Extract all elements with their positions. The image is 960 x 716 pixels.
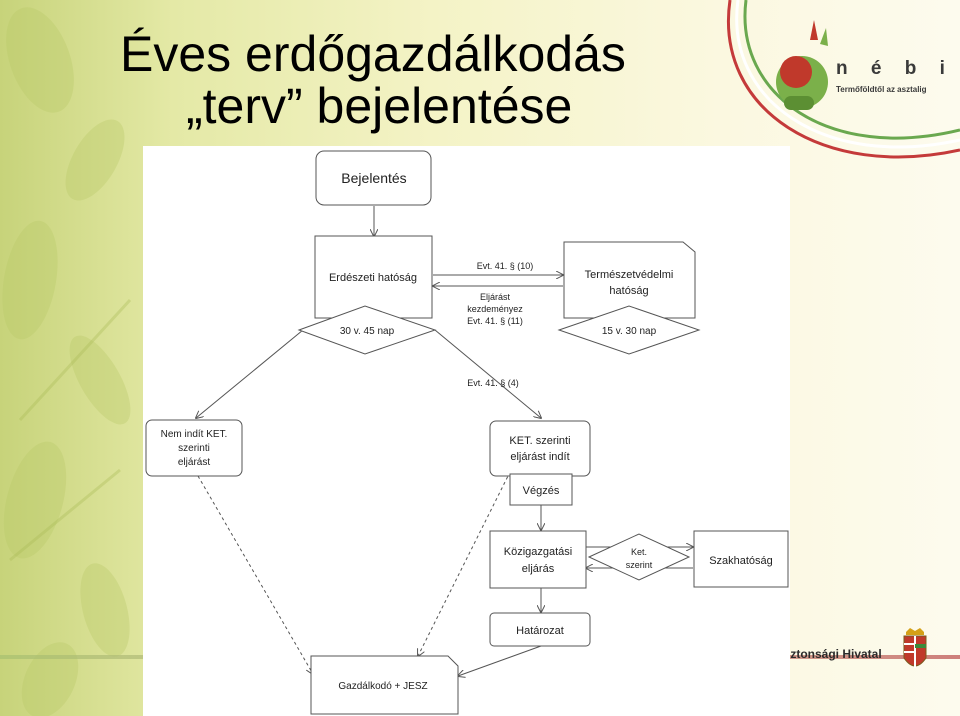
node-szakhatosag: Szakhatóság — [693, 530, 789, 588]
decision-30-45-label: 30 v. 45 nap — [340, 326, 395, 337]
arrow-hatarozat-gazdalkodo — [458, 645, 542, 676]
node-ket-szerinti-eljarast-indit: KET. szerinti eljárást indít — [489, 420, 591, 477]
edge-label-eljarast-3: Evt. 41. § (11) — [467, 316, 523, 326]
decision-ket-szerint-label-2: szerint — [626, 560, 653, 570]
node-szakhatosag-label: Szakhatóság — [709, 555, 773, 567]
node-kozig-label-2: eljárás — [522, 563, 555, 575]
node-ket-label-1: KET. szerinti — [509, 435, 570, 447]
node-gazdalkodo-jesz: Gazdálkodó + JESZ — [310, 655, 459, 715]
node-nem-label-1: Nem indít KET. — [161, 429, 228, 440]
node-termeszetvedelmi-hatosag: Természetvédelmi hatóság — [563, 241, 696, 319]
node-erdeszeti-hatosag: Erdészeti hatóság — [314, 235, 433, 319]
logo-tagline: Termőföldtől az asztalig — [836, 85, 927, 94]
node-termeszet-label-2: hatóság — [609, 285, 648, 297]
diagram-panel — [143, 146, 790, 716]
edge-label-evt-10: Evt. 41. § (10) — [477, 261, 534, 271]
node-vegzes: Végzés — [509, 473, 573, 506]
arrow-to-nem-indit — [196, 329, 304, 418]
slide-title: Éves erdőgazdálkodás „terv” bejelentése — [120, 28, 626, 132]
edge-label-eljarast-1: Eljárást — [480, 292, 511, 302]
node-nem-indit-ket: Nem indít KET. szerinti eljárást — [145, 419, 243, 477]
flowchart: Bejelentés Erdészeti hatóság Természetvé… — [145, 150, 789, 715]
node-termeszet-label-1: Természetvédelmi — [585, 269, 674, 281]
node-ket-label-2: eljárást indít — [510, 451, 569, 463]
edge-label-eljarast-2: kezdeményez — [467, 304, 523, 314]
node-kozigazgatasi-eljaras: Közigazgatási eljárás — [489, 530, 587, 589]
decision-30-45-nap: 30 v. 45 nap — [297, 305, 437, 355]
decision-ket-szerint: Ket. szerint — [587, 533, 691, 581]
node-nem-label-3: eljárást — [178, 457, 210, 468]
dashed-arrow-nem-indit-gazdalkodo — [197, 475, 313, 674]
node-erdeszeti-label: Erdészeti hatóság — [329, 272, 417, 284]
title-line-1: Éves erdőgazdálkodás — [120, 26, 626, 82]
node-kozig-label-1: Közigazgatási — [504, 546, 573, 558]
decision-15-30-nap: 15 v. 30 nap — [557, 305, 701, 355]
decision-ket-szerint-label-1: Ket. — [631, 547, 647, 557]
nebih-logo — [727, 0, 960, 159]
node-hatarozat-label: Határozat — [516, 625, 564, 637]
node-hatarozat: Határozat — [489, 612, 591, 647]
node-bejelentes: Bejelentés — [315, 150, 432, 206]
title-line-2: „terv” bejelentése — [186, 78, 573, 134]
logo-name: n é b i h — [836, 58, 960, 79]
hungarian-crest-icon — [903, 628, 927, 668]
footer-text: iztonsági Hivatal — [787, 647, 882, 661]
node-bejelentes-label: Bejelentés — [341, 170, 406, 186]
decision-15-30-label: 15 v. 30 nap — [602, 326, 657, 337]
arrow-to-ket-indit — [434, 329, 541, 418]
node-nem-label-2: szerinti — [178, 443, 210, 454]
node-gazdalkodo-label: Gazdálkodó + JESZ — [338, 681, 427, 692]
edge-label-evt-4: Evt. 41. § (4) — [467, 378, 519, 388]
node-vegzes-label: Végzés — [523, 485, 560, 497]
